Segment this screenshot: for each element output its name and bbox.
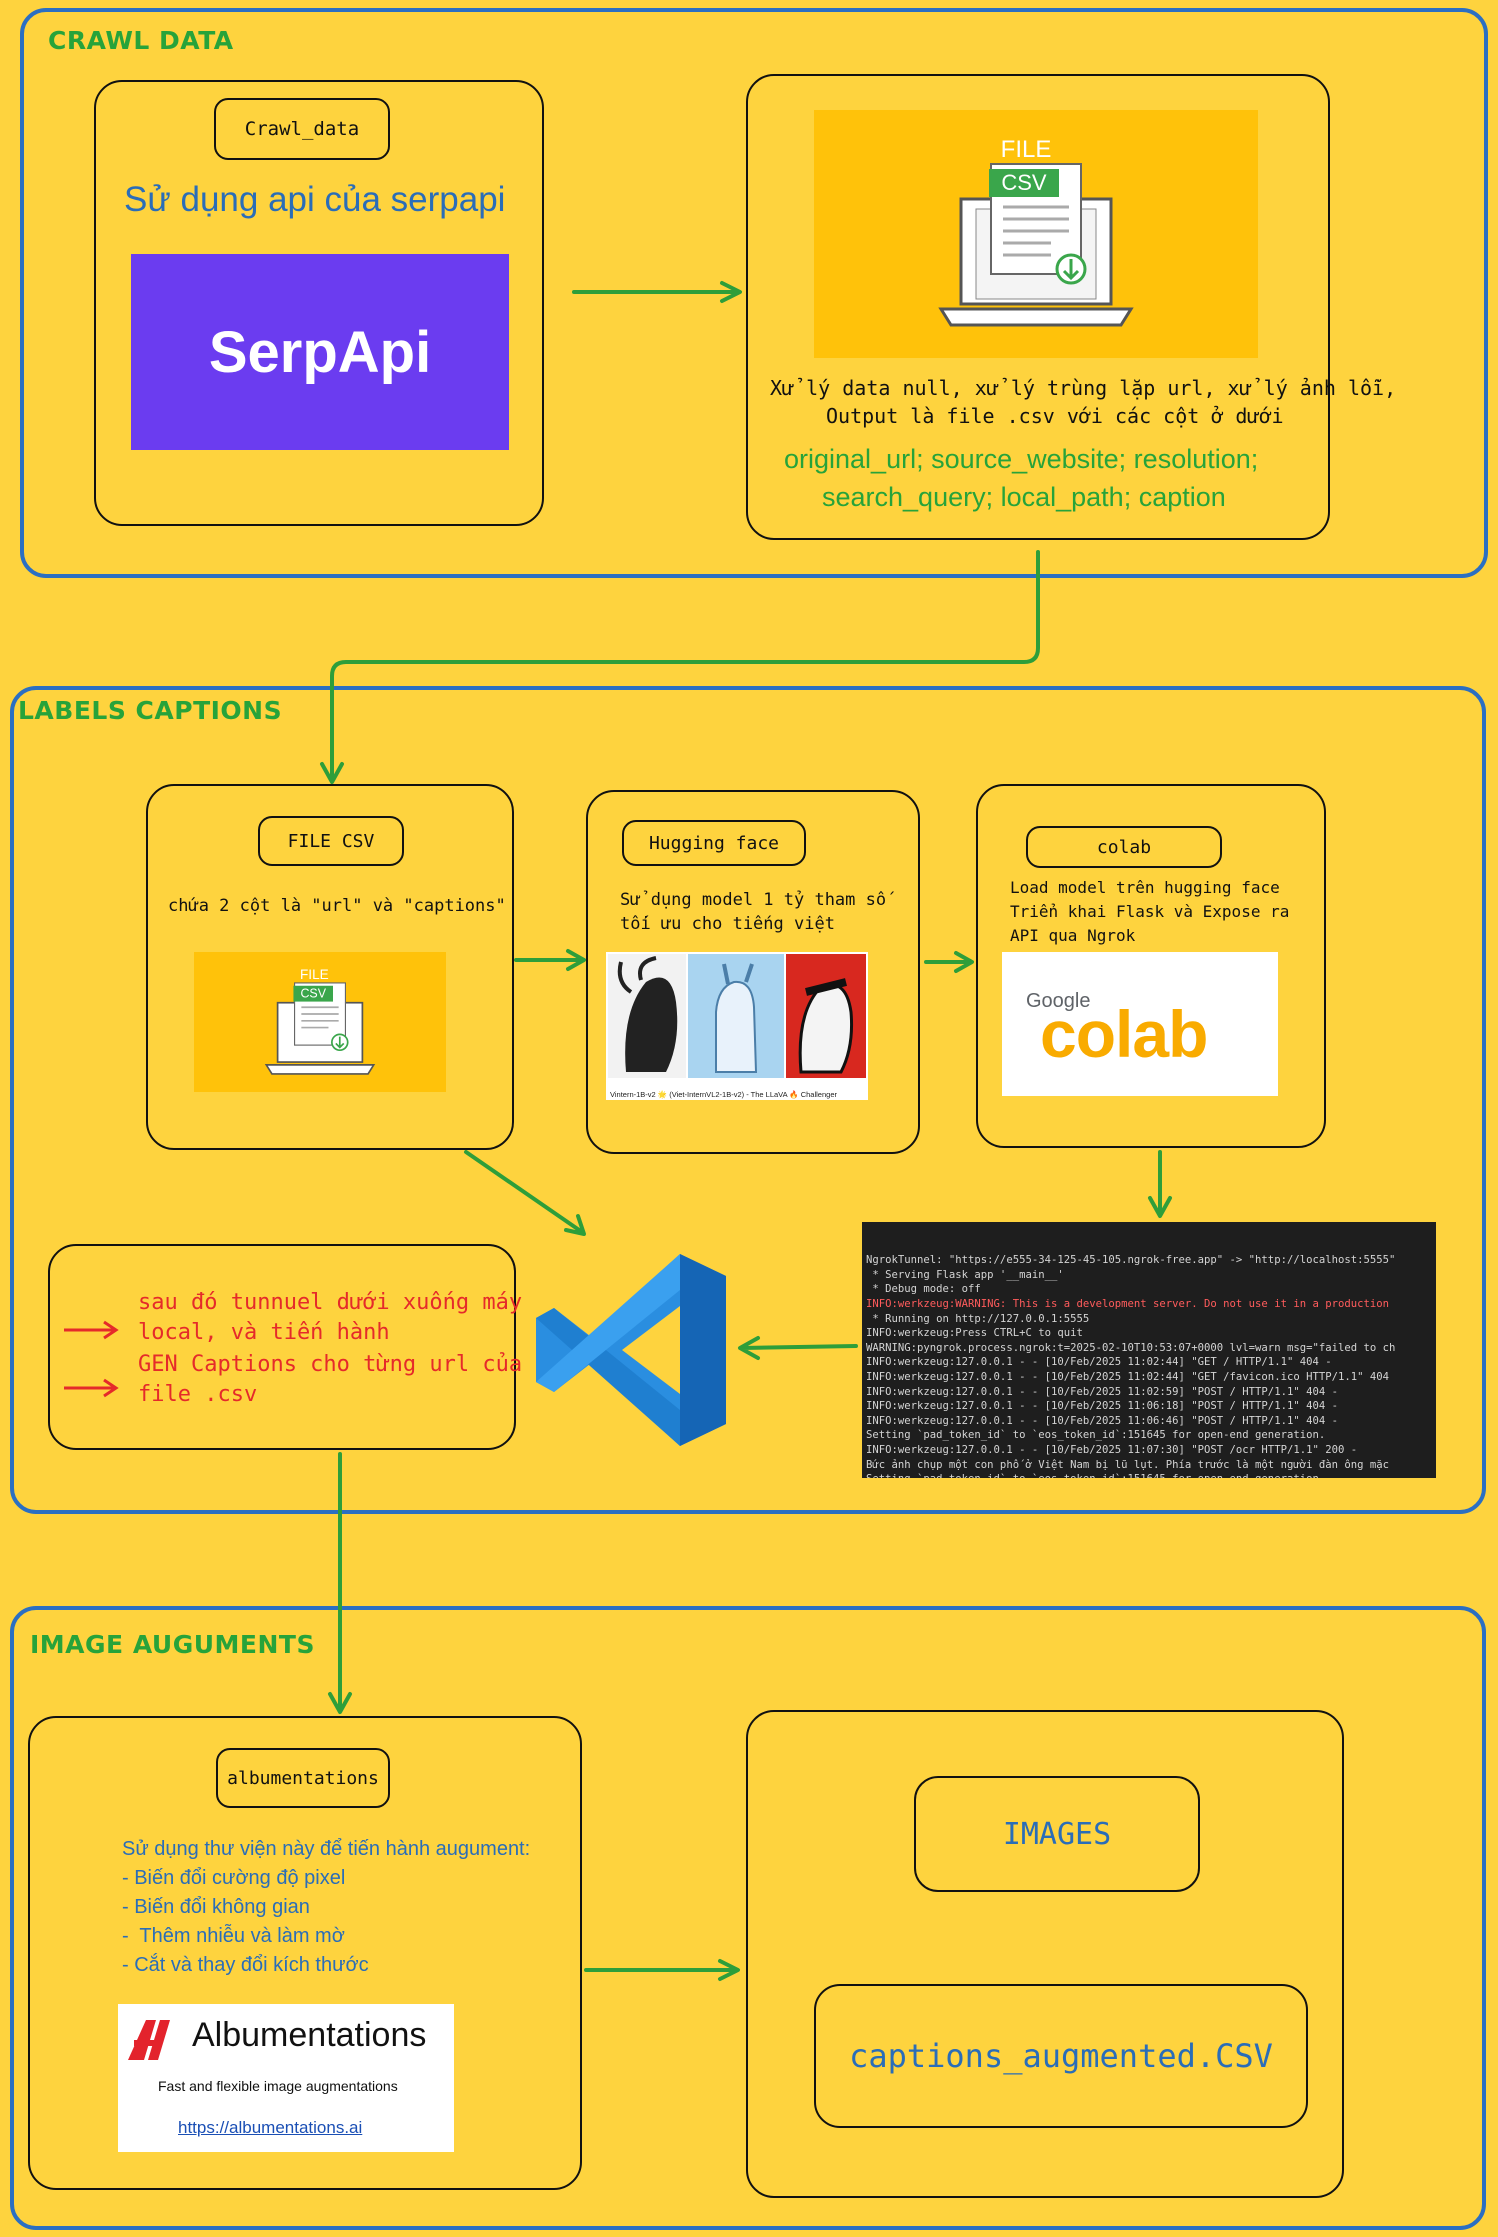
albumentations-logo-name: Albumentations: [192, 2016, 427, 2054]
hugging-face-pill: Hugging face: [622, 820, 806, 866]
csv-badge: CSV: [1001, 170, 1047, 195]
section-title: IMAGE AUGUMENTS: [30, 1630, 315, 1659]
ngrok-terminal-log: NgrokTunnel: "https://e555-34-125-45-105…: [862, 1222, 1436, 1478]
arrow-crawl-to-csv: [572, 281, 742, 303]
section-image-augments: [10, 1606, 1486, 2230]
csv-columns-line1: original_url; source_website; resolution…: [784, 444, 1259, 474]
csv-output-box: [746, 74, 1330, 540]
section-labels-captions: [10, 686, 1486, 1514]
colab-wordmark: colab: [1040, 997, 1208, 1071]
captions-augmented-csv-output: captions_augmented.CSV: [814, 1984, 1308, 2128]
file-csv-pill: FILE CSV: [258, 816, 404, 866]
hugging-face-box: [586, 790, 920, 1154]
crawl-desc: Sử dụng api của serpapi: [124, 180, 506, 219]
arrow-csv-to-labels: [320, 550, 1040, 784]
gen-line3: GEN Captions cho từng url của: [138, 1352, 523, 1377]
images-output: IMAGES: [914, 1776, 1200, 1892]
arrow-albu-to-output: [584, 1959, 740, 1981]
arrow-filecsv-to-hugging: [514, 949, 586, 971]
terminal-line: * Serving Flask app '__main__': [866, 1268, 1064, 1281]
albumentations-box: [28, 1716, 582, 2190]
terminal-line: INFO:werkzeug:127.0.0.1 - - [10/Feb/2025…: [866, 1356, 1332, 1369]
csv-badge: CSV: [300, 986, 326, 1000]
terminal-lines: NgrokTunnel: "https://e555-34-125-45-105…: [866, 1253, 1432, 1478]
csv-file-label: FILE: [300, 966, 329, 981]
albu-item: - Biến đổi cường độ pixel: [122, 1867, 346, 1889]
albu-intro: Sử dụng thư viện này để tiến hành augume…: [122, 1838, 531, 1860]
albumentations-logo-card: Albumentations Fast and flexible image a…: [118, 2004, 454, 2152]
terminal-line: NgrokTunnel: "https://e555-34-125-45-105…: [866, 1254, 1396, 1267]
csv-desc-line2: Output là file .csv với các cột ở dưới: [826, 404, 1284, 428]
albu-item: - Biến đổi không gian: [122, 1896, 310, 1918]
vintern-caption: Vintern-1B-v2 🌟 (Viet-InternVL2-1B-v2) -…: [610, 1090, 837, 1099]
arrow-filecsv-to-vscode: [464, 1150, 586, 1236]
file-csv-box: [146, 784, 514, 1150]
gen-captions-box: [48, 1244, 516, 1450]
crawl-data-box: [94, 80, 544, 526]
albu-item: - Thêm nhiễu và làm mờ: [122, 1925, 345, 1947]
colab-desc-line1: Load model trên hugging face: [1010, 878, 1280, 897]
albumentations-link[interactable]: https://albumentations.ai: [178, 2118, 363, 2137]
laptop-csv-icon: CSV FILE: [938, 136, 1134, 327]
terminal-line: INFO:werkzeug:127.0.0.1 - - [10/Feb/2025…: [866, 1400, 1338, 1413]
terminal-line: INFO:werkzeug:127.0.0.1 - - [10/Feb/2025…: [866, 1370, 1389, 1383]
csv-file-label: FILE: [1001, 136, 1052, 163]
arrow-terminal-to-vscode: [738, 1336, 858, 1360]
section-title: CRAWL DATA: [48, 26, 234, 55]
colab-pill: colab: [1026, 826, 1222, 868]
terminal-line: Setting `pad_token_id` to `eos_token_id`…: [866, 1472, 1432, 1478]
laptop-csv-icon: CSV FILE: [264, 966, 376, 1075]
hugging-desc-line1: Sử dụng model 1 tỷ tham số: [620, 890, 887, 910]
csv-columns-line2: search_query; local_path; caption: [822, 482, 1226, 512]
terminal-line: * Running on http://127.0.0.1:5555: [866, 1312, 1090, 1325]
section-crawl-data: [20, 8, 1488, 578]
gen-line1: sau đó tunnuel dưới xuống máy: [138, 1290, 523, 1315]
arrow-hugging-to-colab: [924, 951, 974, 973]
albumentations-tagline: Fast and flexible image augmentations: [158, 2078, 398, 2094]
red-arrow-icon: [64, 1320, 119, 1340]
terminal-line: WARNING:pyngrok.process.ngrok:t=2025-02-…: [866, 1341, 1396, 1354]
model-artwork-illustration: [608, 954, 866, 1078]
google-colab-logo: Google colab: [1002, 952, 1278, 1096]
colab-box: [976, 784, 1326, 1148]
serpapi-logo-text: SerpApi: [208, 319, 432, 385]
terminal-line: Setting `pad_token_id` to `eos_token_id`…: [866, 1429, 1326, 1442]
augment-output-box: [746, 1710, 1344, 2198]
albu-item: - Cắt và thay đổi kích thước: [122, 1954, 369, 1976]
terminal-line: * Debug mode: off: [866, 1283, 981, 1296]
terminal-line: INFO:werkzeug:127.0.0.1 - - [10/Feb/2025…: [866, 1414, 1338, 1427]
section-title: LABELS CAPTIONS: [18, 696, 283, 725]
crawl-data-pill: Crawl_data: [214, 98, 390, 160]
colab-desc-line2: Triển khai Flask và Expose ra: [1010, 902, 1290, 921]
file-csv-image: CSV FILE: [194, 952, 446, 1092]
csv-desc-line1: Xử lý data null, xử lý trùng lặp url, xử…: [770, 376, 1397, 400]
albumentations-a-logo-icon: [128, 2020, 170, 2060]
arrow-gen-to-augment: [328, 1452, 352, 1714]
terminal-line: INFO:werkzeug:127.0.0.1 - - [10/Feb/2025…: [866, 1385, 1338, 1398]
hugging-desc-line2: tối ưu cho tiếng việt: [620, 914, 835, 934]
terminal-line: INFO:werkzeug:Press CTRL+C to quit: [866, 1327, 1083, 1340]
gen-line4: file .csv: [138, 1382, 258, 1407]
google-wordmark: Google: [1026, 990, 1091, 1012]
serpapi-logo: SerpApi: [131, 254, 509, 450]
red-arrow-icon: [64, 1378, 119, 1398]
terminal-line: Bức ảnh chụp một con phố ở Việt Nam bị l…: [866, 1458, 1389, 1471]
vintern-model-image: Vintern-1B-v2 🌟 (Viet-InternVL2-1B-v2) -…: [606, 952, 868, 1100]
file-csv-desc: chứa 2 cột là "url" và "captions": [168, 896, 506, 916]
csv-file-image: CSV FILE: [814, 110, 1258, 358]
arrow-colab-to-terminal: [1148, 1150, 1172, 1218]
terminal-line: INFO:werkzeug:WARNING: This is a develop…: [866, 1297, 1389, 1310]
terminal-line: INFO:werkzeug:127.0.0.1 - - [10/Feb/2025…: [866, 1443, 1358, 1456]
gen-line2: local, và tiến hành: [138, 1320, 390, 1345]
vscode-icon: [536, 1254, 726, 1446]
colab-desc-line3: API qua Ngrok: [1010, 926, 1136, 945]
albumentations-pill: albumentations: [216, 1748, 390, 1808]
